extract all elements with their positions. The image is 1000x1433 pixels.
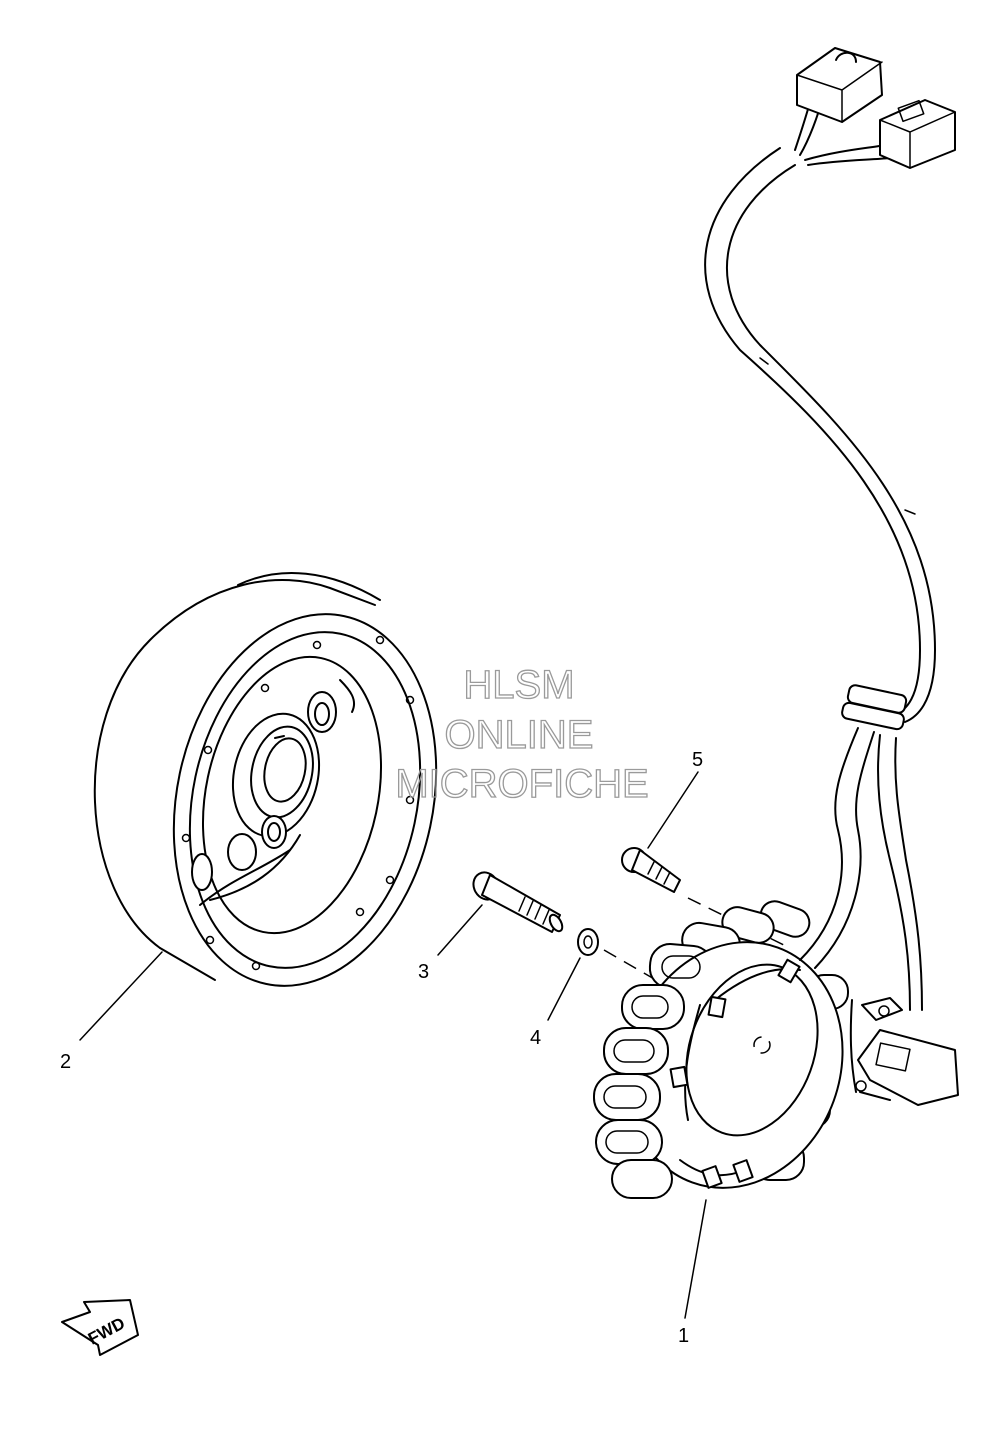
watermark-line-2: ONLINE bbox=[445, 713, 594, 757]
fwd-direction-arrow: FWD bbox=[61, 1299, 139, 1356]
callout-5-leader bbox=[647, 771, 699, 849]
callout-5: 5 bbox=[692, 749, 703, 771]
callout-1: 1 bbox=[678, 1325, 689, 1347]
callout-2: 2 bbox=[60, 1051, 71, 1073]
washer[interactable] bbox=[547, 928, 599, 1021]
callout-4-leader bbox=[547, 957, 581, 1021]
watermark: HLSM ONLINE MICROFICHE bbox=[395, 662, 650, 806]
stator-assembly[interactable] bbox=[593, 897, 959, 1319]
callout-4: 4 bbox=[530, 1027, 541, 1049]
watermark-line-1: HLSM bbox=[463, 663, 574, 707]
screw[interactable] bbox=[621, 771, 699, 893]
callout-2-leader bbox=[79, 951, 163, 1041]
wire-harness[interactable] bbox=[704, 47, 956, 1011]
callout-3-leader bbox=[437, 904, 483, 956]
flywheel-rotor[interactable] bbox=[79, 572, 469, 1041]
watermark-line-3: MICROFICHE bbox=[395, 762, 648, 806]
callout-1-leader bbox=[684, 1199, 707, 1319]
callout-3: 3 bbox=[418, 961, 429, 983]
bolt[interactable] bbox=[437, 868, 565, 956]
